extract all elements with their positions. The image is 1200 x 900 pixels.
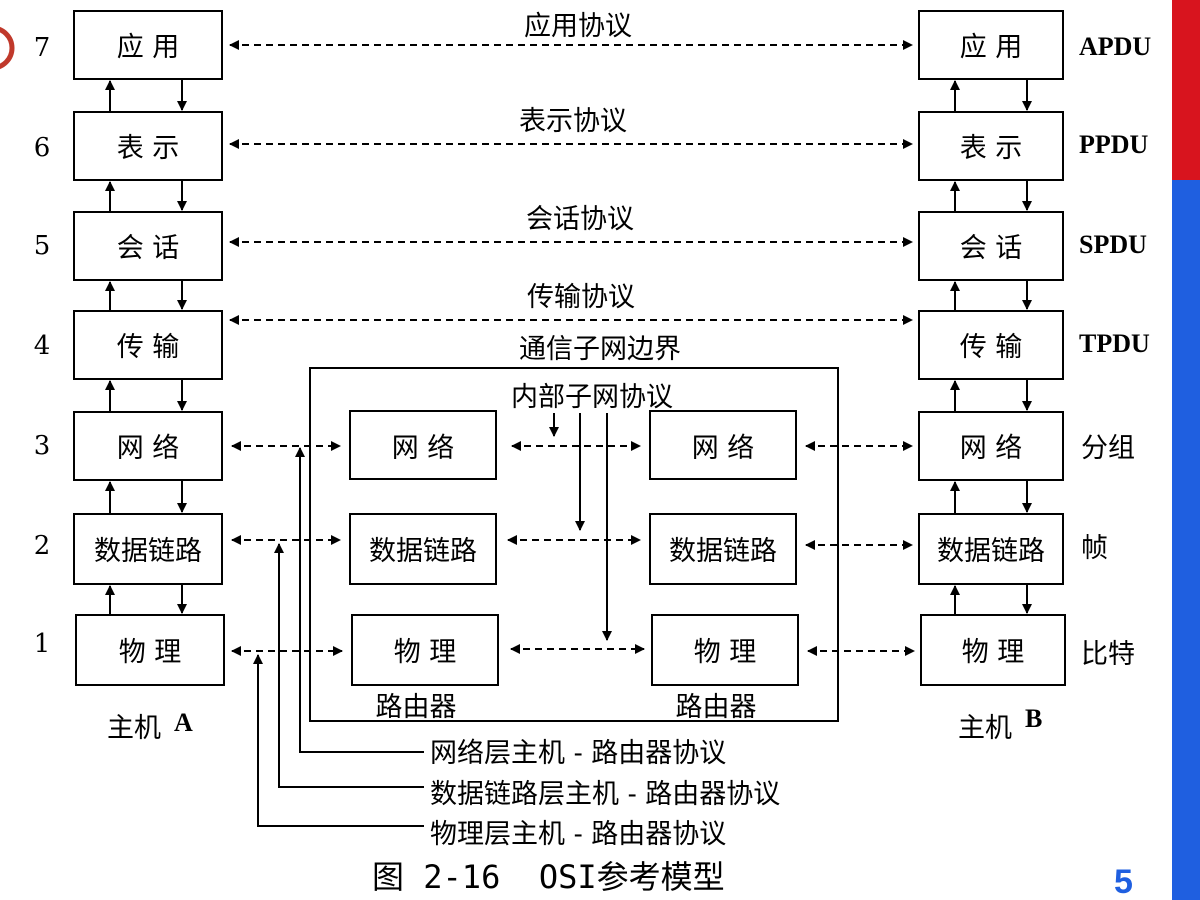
host-a-letter: A: [174, 708, 193, 737]
router-left-label-datalink: 数据链路: [369, 536, 477, 567]
peer-protocols: 应用协议 表示协议 会话协议 传输协议: [229, 11, 913, 325]
host-a-label-session: 会 话: [117, 233, 180, 264]
host-a-box-transport: [73, 310, 223, 380]
host-router-protocols: 网络层主机 - 路由器协议 数据链路层主机 - 路由器协议 物理层主机 - 路由…: [253, 447, 780, 850]
host-b-box-application: [918, 10, 1064, 80]
internal-subnet-protocol-label: 内部子网协议: [511, 382, 673, 413]
logo-icon: [0, 26, 15, 70]
router-right: 网 络 数据链路 物 理 路由器: [649, 410, 799, 723]
layer-number-4: 4: [34, 331, 51, 361]
host-a-label-datalink: 数据链路: [94, 536, 202, 567]
layer-numbers: 7 6 5 4 3 2 1: [34, 33, 51, 659]
data-units: APDU PPDU SPDU TPDU 分组 帧 比特: [1079, 32, 1151, 670]
protocol-label-session: 会话协议: [526, 204, 634, 235]
layer-number-2: 2: [34, 531, 51, 561]
page-number: 5: [1114, 863, 1133, 900]
host-b-label-presentation: 表 示: [960, 133, 1023, 164]
host-b-label-datalink: 数据链路: [937, 536, 1045, 567]
layer-number-5: 5: [34, 231, 51, 261]
router-right-label: 路由器: [676, 692, 757, 723]
host-a-box-presentation: [73, 111, 223, 181]
host-router-arrows: [231, 441, 915, 656]
router-left-label-physical: 物 理: [394, 637, 457, 668]
host-b-label-application: 应 用: [960, 32, 1023, 63]
router-right-label-network: 网 络: [692, 433, 755, 464]
host-b-box-datalink: [918, 513, 1064, 585]
pdu-label-physical: 比特: [1081, 639, 1135, 670]
pdu-label-datalink: 帧: [1081, 533, 1108, 564]
host-b-box-network: [918, 411, 1064, 481]
host-b-label-network: 网 络: [960, 433, 1023, 464]
protocol-label-transport: 传输协议: [527, 282, 635, 313]
router-right-box-physical: [651, 614, 799, 686]
physical-host-router-protocol-label: 物理层主机 - 路由器协议: [430, 819, 726, 850]
router-right-box-network: [649, 410, 797, 480]
host-a-label-presentation: 表 示: [117, 133, 180, 164]
host-b-letter: B: [1025, 704, 1042, 733]
host-a-box-physical: [75, 614, 225, 686]
host-a-box-session: [73, 211, 223, 281]
callout-line-physical: [253, 654, 424, 827]
router-left-label: 路由器: [376, 692, 457, 723]
pdu-label-session: SPDU: [1079, 230, 1147, 259]
side-bar-red: [1172, 0, 1200, 180]
router-left-box-physical: [351, 614, 499, 686]
router-left: 网 络 数据链路 物 理 路由器: [349, 410, 499, 723]
host-b-label-session: 会 话: [960, 233, 1023, 264]
host-b-box-transport: [918, 310, 1064, 380]
datalink-host-router-protocol-label: 数据链路层主机 - 路由器协议: [430, 779, 780, 810]
callout-line-network: [295, 447, 424, 753]
pdu-label-presentation: PPDU: [1079, 130, 1149, 159]
callout-line-datalink: [274, 543, 424, 788]
side-bar-blue: [1172, 180, 1200, 900]
pdu-label-transport: TPDU: [1079, 329, 1150, 358]
subnet-boundary-label: 通信子网边界: [519, 334, 681, 365]
host-a-box-datalink: [73, 513, 223, 585]
host-a-box-application: [73, 10, 223, 80]
router-right-box-datalink: [649, 513, 797, 585]
host-a-label-network: 网 络: [117, 433, 180, 464]
layer-number-6: 6: [34, 133, 51, 163]
host-b-label-physical: 物 理: [962, 637, 1025, 668]
router-right-label-physical: 物 理: [694, 637, 757, 668]
host-a-box-network: [73, 411, 223, 481]
host-a-label-transport: 传 输: [117, 332, 180, 363]
host-a-layer-arrows: [105, 79, 187, 615]
host-b-label-transport: 传 输: [960, 332, 1023, 363]
host-a-label-application: 应 用: [117, 32, 180, 63]
host-b-box-session: [918, 211, 1064, 281]
host-b-box-physical: [920, 614, 1066, 686]
layer-number-7: 7: [34, 33, 51, 63]
communication-subnet: 通信子网边界 内部子网协议 网 络 数据链路 物 理 路由器 网 络 数据链路 …: [309, 334, 839, 723]
router-right-label-datalink: 数据链路: [669, 536, 777, 567]
network-host-router-protocol-label: 网络层主机 - 路由器协议: [430, 738, 726, 769]
layer-number-1: 1: [34, 629, 51, 659]
protocol-label-application: 应用协议: [524, 11, 632, 42]
host-b-label: 主机: [958, 713, 1012, 744]
pdu-label-application: APDU: [1079, 32, 1151, 61]
host-b-layer-arrows: [950, 79, 1032, 615]
router-left-label-network: 网 络: [392, 433, 455, 464]
protocol-label-presentation: 表示协议: [519, 106, 627, 137]
pdu-label-network: 分组: [1081, 433, 1135, 464]
host-a-label: 主机: [107, 713, 161, 744]
router-left-box-datalink: [349, 513, 497, 585]
host-b-box-presentation: [918, 111, 1064, 181]
layer-number-3: 3: [34, 431, 51, 461]
host-b-stack: 应 用 表 示 会 话 传 输 网 络 数据链路 物 理 主机 B: [918, 10, 1066, 744]
figure-caption: 图 2-16 OSI参考模型: [372, 858, 725, 896]
router-left-box-network: [349, 410, 497, 480]
host-a-stack: 应 用 表 示 会 话 传 输 网 络 数据链路 物 理 主机 A: [73, 10, 225, 744]
host-a-label-physical: 物 理: [119, 637, 182, 668]
